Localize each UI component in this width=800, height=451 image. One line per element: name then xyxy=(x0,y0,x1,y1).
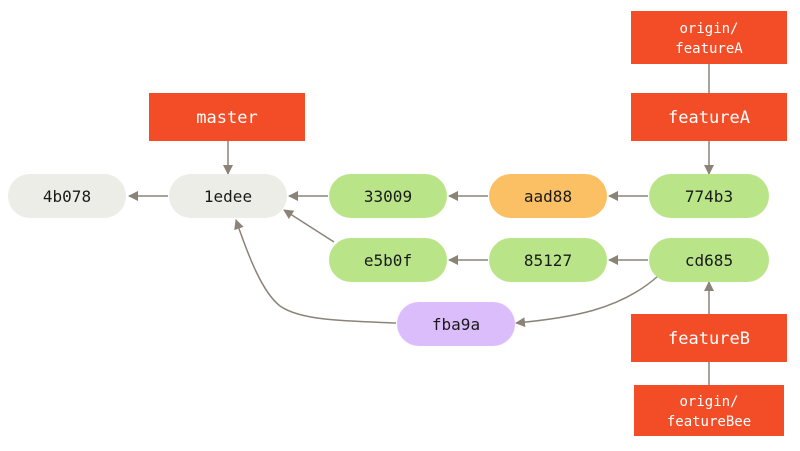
ref-label-origin-featureA-line2: featureA xyxy=(675,41,743,57)
commit-node-774b3[interactable]: 774b3 xyxy=(649,174,769,218)
commit-label-774b3: 774b3 xyxy=(685,187,733,206)
commit-label-33009: 33009 xyxy=(364,187,412,206)
arrow-cd685-to-fba9a xyxy=(515,275,659,328)
ref-label-origin-featureBee-line2: featureBee xyxy=(667,414,751,430)
arrow-fba9a-to-1edee xyxy=(234,219,397,324)
commit-node-33009[interactable]: 33009 xyxy=(329,174,447,218)
connectors xyxy=(128,64,714,385)
ref-featureA[interactable]: featureA xyxy=(631,93,787,141)
commit-node-1edee[interactable]: 1edee xyxy=(169,174,287,218)
ref-label-master: master xyxy=(196,108,257,128)
ref-featureB[interactable]: featureB xyxy=(631,314,787,362)
commit-node-cd685[interactable]: cd685 xyxy=(649,238,769,282)
commit-node-e5b0f[interactable]: e5b0f xyxy=(329,238,447,282)
ref-label-origin-featureA-line1: origin/ xyxy=(679,21,738,37)
commit-label-1edee: 1edee xyxy=(204,187,252,206)
commit-label-e5b0f: e5b0f xyxy=(364,251,412,270)
ref-origin-featureBee[interactable]: origin/ featureBee xyxy=(634,385,784,436)
ref-label-featureA: featureA xyxy=(668,108,750,128)
commit-label-4b078: 4b078 xyxy=(43,187,91,206)
ref-master[interactable]: master xyxy=(149,93,305,141)
commit-node-fba9a[interactable]: fba9a xyxy=(397,302,515,346)
commit-node-aad88[interactable]: aad88 xyxy=(489,174,607,218)
commit-label-aad88: aad88 xyxy=(524,187,572,206)
commit-label-cd685: cd685 xyxy=(685,251,733,270)
commit-label-fba9a: fba9a xyxy=(432,315,480,334)
arrow-e5b0f-to-1edee xyxy=(283,209,335,243)
commit-node-4b078[interactable]: 4b078 xyxy=(8,174,126,218)
ref-label-origin-featureBee-line1: origin/ xyxy=(679,394,738,410)
ref-label-featureB: featureB xyxy=(668,329,750,349)
commit-label-85127: 85127 xyxy=(524,251,572,270)
commit-node-85127[interactable]: 85127 xyxy=(489,238,607,282)
ref-origin-featureA[interactable]: origin/ featureA xyxy=(631,11,787,64)
